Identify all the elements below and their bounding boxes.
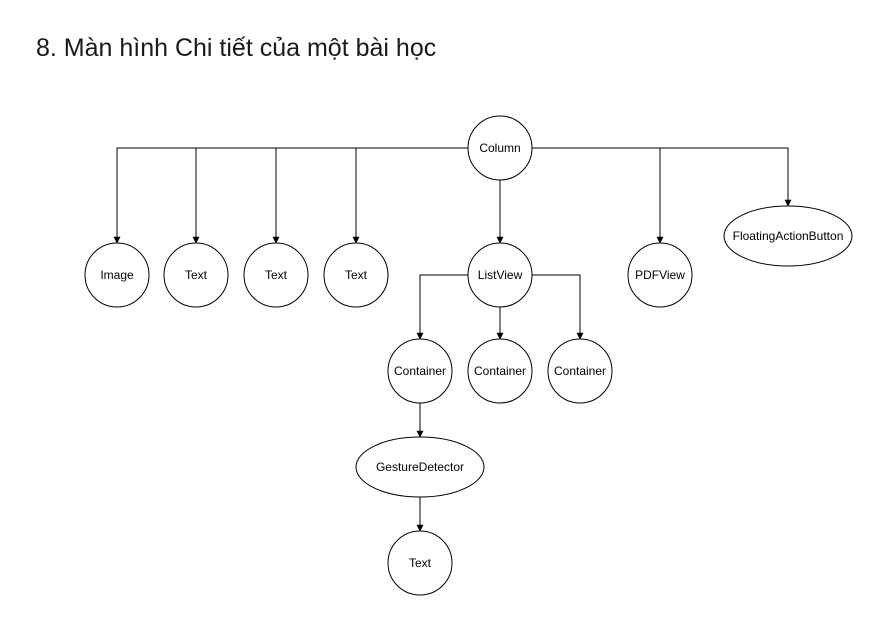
node-text3: Text [323, 242, 389, 308]
node-pdfview-label: PDFView [635, 268, 685, 282]
node-text2: Text [243, 242, 309, 308]
edge-column-to-text1 [192, 147, 468, 244]
node-fab: FloatingActionButton [723, 205, 853, 267]
node-image-label: Image [100, 268, 134, 282]
node-gesture-label: GestureDetector [376, 460, 464, 474]
edge-column-to-fab [532, 147, 792, 207]
edge-listview-to-container3 [532, 274, 584, 340]
node-text3-label: Text [345, 268, 368, 282]
edge-column-to-image [113, 147, 468, 244]
node-image: Image [84, 242, 150, 308]
node-pdfview: PDFView [627, 242, 693, 308]
node-column-label: Column [479, 141, 520, 155]
node-listview-label: ListView [478, 268, 523, 282]
node-container3-shape [547, 338, 613, 404]
node-container3: Container [547, 338, 613, 404]
node-container3-label: Container [554, 364, 606, 378]
node-text4-shape [387, 530, 453, 596]
edge-column-to-text2 [272, 147, 468, 244]
node-text2-shape [243, 242, 309, 308]
node-text1: Text [163, 242, 229, 308]
node-text4: Text [387, 530, 453, 596]
node-listview-shape [467, 242, 533, 308]
node-container1-shape [387, 338, 453, 404]
node-text4-label: Text [409, 556, 432, 570]
node-text1-shape [163, 242, 229, 308]
node-column-shape [467, 115, 533, 181]
node-container1-label: Container [394, 364, 446, 378]
node-gesture: GestureDetector [355, 436, 485, 498]
node-container2-shape [467, 338, 533, 404]
node-text2-label: Text [265, 268, 288, 282]
node-text1-label: Text [185, 268, 208, 282]
node-text3-shape [323, 242, 389, 308]
node-fab-label: FloatingActionButton [733, 229, 844, 243]
edge-column-to-pdfview [532, 147, 664, 244]
node-container1: Container [387, 338, 453, 404]
node-container2: Container [467, 338, 533, 404]
page-title: 8. Màn hình Chi tiết của một bài học [36, 34, 437, 62]
node-fab-shape [723, 205, 853, 267]
node-image-shape [84, 242, 150, 308]
node-container2-label: Container [474, 364, 526, 378]
node-column: Column [467, 115, 533, 181]
node-gesture-shape [355, 436, 485, 498]
edge-column-to-text3 [352, 147, 468, 244]
node-pdfview-shape [627, 242, 693, 308]
node-listview: ListView [467, 242, 533, 308]
edge-listview-to-container1 [416, 274, 468, 340]
